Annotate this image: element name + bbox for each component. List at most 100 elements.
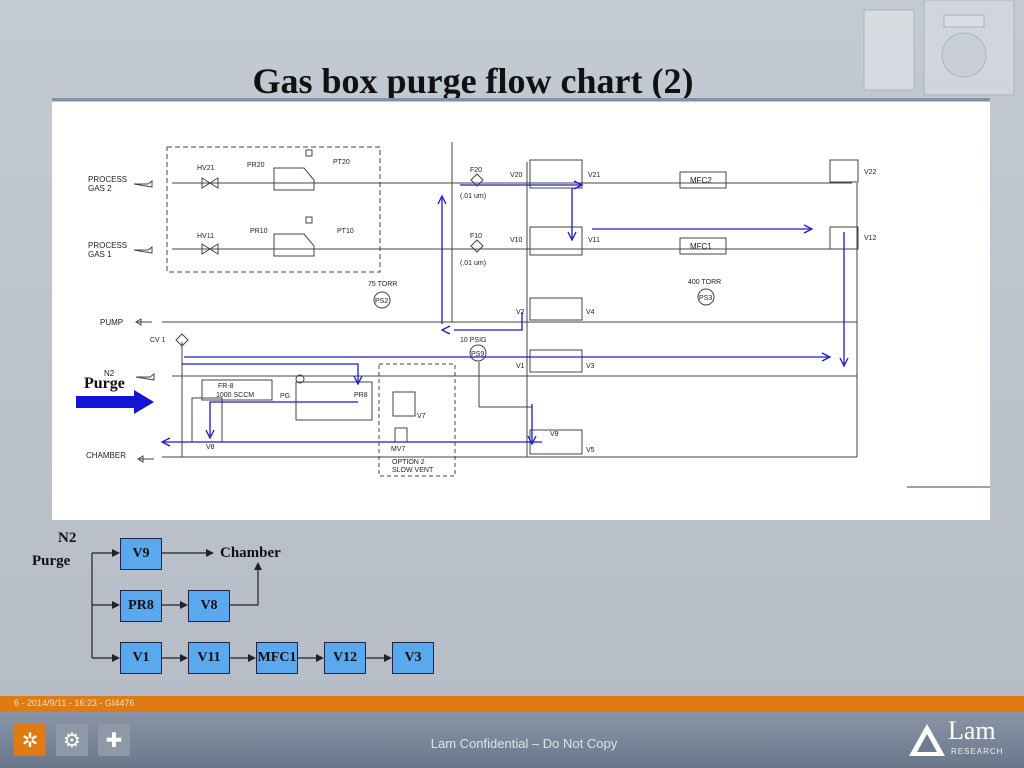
torr400-label: 400 TORR xyxy=(688,279,721,286)
footer-bar xyxy=(0,712,1024,768)
equipment-graphic xyxy=(863,0,1015,96)
flow-connectors xyxy=(91,549,392,662)
arrowhead-icon xyxy=(353,375,363,386)
process-gas-2-label-2: GAS 2 xyxy=(88,184,112,193)
process-gas-1-label: PROCESS xyxy=(88,241,127,250)
f10-filter-icon xyxy=(470,239,484,253)
cv1-label: CV 1 xyxy=(150,337,166,344)
fr8-block xyxy=(201,379,273,401)
n2-label: N2 xyxy=(104,369,115,378)
psig10-label: 10 PSIG xyxy=(460,337,486,344)
footer-accent-bar xyxy=(0,696,1024,712)
f20-label: F20 xyxy=(470,167,482,174)
ps9-label: PS9 xyxy=(471,351,484,358)
mv7-label: MV7 xyxy=(391,446,406,453)
v20-v21-block xyxy=(529,159,583,189)
v5-label: V5 xyxy=(586,447,595,454)
option2-label: OPTION 2 xyxy=(392,459,425,466)
flow-node-v11: V11 xyxy=(188,642,230,674)
purge-label: Purge xyxy=(84,375,125,392)
ps3-gauge-icon xyxy=(697,288,715,306)
robot-icon[interactable]: ⚙ xyxy=(56,724,88,756)
flow-node-v9: V9 xyxy=(120,538,162,570)
f10-label: F10 xyxy=(470,233,482,240)
arrowhead-icon xyxy=(205,429,215,440)
pt20-label: PT20 xyxy=(333,159,350,166)
purge-flow-arrows xyxy=(160,180,849,447)
gas-box-schematic: PROCESS GAS 2 PROCESS GAS 1 PUMP N2 CHAM… xyxy=(52,102,990,520)
arrowhead-icon xyxy=(821,352,832,362)
v1-v3-block xyxy=(529,349,583,373)
mfc2-box xyxy=(679,171,727,189)
lam-logo-icon xyxy=(909,724,945,756)
title-underline xyxy=(52,98,990,101)
torr75-label: 75 TORR xyxy=(368,281,397,288)
v4-label: V4 xyxy=(586,309,595,316)
fr8-label: FR-8 xyxy=(218,383,234,390)
arrow-icon xyxy=(133,246,153,254)
hv21-valve-icon xyxy=(201,177,219,189)
pg-label: PG xyxy=(280,393,290,400)
process-gas-2-label: PROCESS xyxy=(88,175,127,184)
footer-slide-meta: 6 - 2014/9/11 - 16:23 - GI4476 xyxy=(14,698,135,708)
arrowhead-icon xyxy=(567,231,577,242)
ps2-gauge-icon xyxy=(373,291,391,309)
pr10-label: PR10 xyxy=(250,228,268,235)
v8-label: V8 xyxy=(206,444,215,451)
arrow-icon xyxy=(135,318,152,326)
v20-label: V20 xyxy=(510,172,523,179)
hv21-label: HV21 xyxy=(197,165,215,172)
pt20-icon xyxy=(305,149,313,157)
arrowhead-icon xyxy=(527,435,537,446)
regulator-enclosure xyxy=(166,146,381,273)
mv7-block xyxy=(394,427,408,443)
flow-target-chamber: Chamber xyxy=(220,545,281,561)
hv11-valve-icon xyxy=(201,243,219,255)
slide-title: Gas box purge flow chart (2) xyxy=(252,61,694,101)
lam-logo-subtitle: RESEARCH xyxy=(951,747,1004,756)
cv1-check-valve-icon xyxy=(175,333,189,347)
flow-node-v3: V3 xyxy=(392,642,434,674)
flow-node-v1: V1 xyxy=(120,642,162,674)
v11-label: V11 xyxy=(588,237,600,244)
arrow-icon xyxy=(135,373,155,381)
v3-label: V3 xyxy=(586,363,595,370)
hv11-label: HV11 xyxy=(197,233,214,240)
flow-source-purge: Purge xyxy=(32,553,71,569)
pr20-regulator-icon xyxy=(273,167,315,191)
pt10-icon xyxy=(305,216,313,224)
pr8-label: PR8 xyxy=(354,392,368,399)
pr20-label: PR20 xyxy=(247,162,265,169)
purge-inlet-arrow-icon xyxy=(76,390,154,414)
flow-node-v12: V12 xyxy=(324,642,366,674)
v21-label: V21 xyxy=(588,172,601,179)
filter-b-label: (.01 um) xyxy=(460,260,486,267)
v1-label: V1 xyxy=(516,363,525,370)
arrowhead-icon xyxy=(440,325,451,335)
pr8-block xyxy=(295,381,373,421)
v8-block xyxy=(191,397,223,443)
v22-label: V22 xyxy=(864,169,877,176)
v7-label: V7 xyxy=(417,413,426,420)
pr10-regulator-icon xyxy=(273,233,315,257)
confidential-notice: Lam Confidential – Do Not Copy xyxy=(430,736,618,751)
add-icon[interactable]: ✚ xyxy=(98,724,130,756)
mfc1-box xyxy=(679,237,727,255)
network-icon[interactable]: ✲ xyxy=(14,724,46,756)
flow-node-pr8: PR8 xyxy=(120,590,162,622)
v2-v4-block xyxy=(529,297,583,321)
flow-arrow-pump xyxy=(454,312,523,331)
v9-label: V9 xyxy=(550,431,559,438)
arrow-icon xyxy=(137,455,154,463)
arrowhead-icon xyxy=(573,180,584,190)
chamber-label: CHAMBER xyxy=(86,451,126,460)
sccm1000-label: 1000 SCCM xyxy=(216,392,254,399)
flow-arrow-pr8-to-v8 xyxy=(209,401,358,436)
ps9-gauge-icon xyxy=(469,344,487,362)
filter-a-label: (.01 um) xyxy=(460,193,486,200)
arrowhead-icon xyxy=(839,357,849,368)
v2-label: V2 xyxy=(516,309,525,316)
process-gas-1-label-2: GAS 1 xyxy=(88,250,112,259)
v10-v11-block xyxy=(529,226,583,256)
ps3-label: PS3 xyxy=(699,295,712,302)
